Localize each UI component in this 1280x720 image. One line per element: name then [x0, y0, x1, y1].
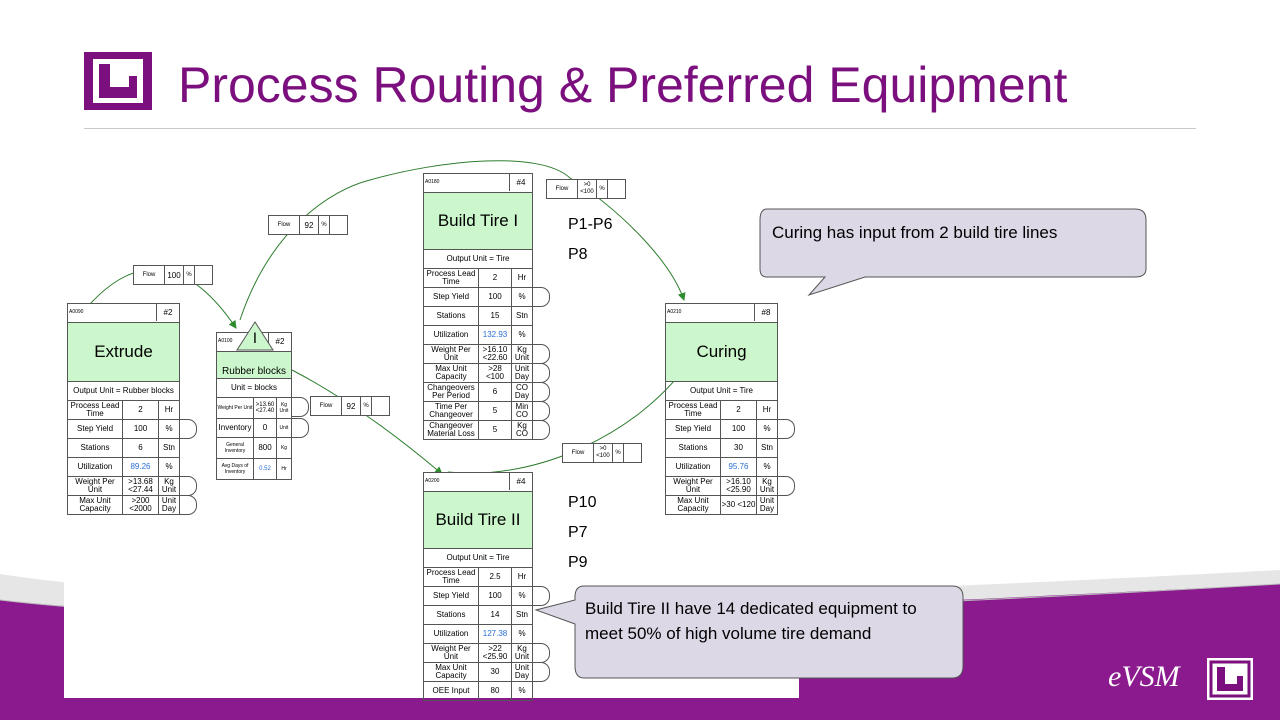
- logo-icon: [84, 52, 152, 110]
- brand-wordmark: eVSM: [1108, 660, 1180, 693]
- process-extrude[interactable]: A0090#2 Extrude Output Unit = Rubber blo…: [67, 303, 197, 515]
- flow-box-build1-curing[interactable]: Flow >0 <100 %: [546, 179, 626, 199]
- product-label: P10: [568, 494, 597, 511]
- flow-box-extrude-rubber[interactable]: Flow 100 %: [133, 265, 213, 285]
- flow-box-rubber-build1[interactable]: Flow 92 %: [268, 215, 348, 235]
- inventory-triangle-icon: I: [236, 321, 274, 351]
- inventory-name: Rubber blocks: [216, 352, 292, 379]
- output-unit: Output Unit = Rubber blocks: [67, 382, 180, 401]
- callout-curing: [759, 208, 1147, 297]
- product-label: P1-P6: [568, 216, 613, 233]
- process-curing[interactable]: A0210#8 Curing Output Unit = Tire Proces…: [665, 303, 795, 515]
- svg-text:I: I: [253, 331, 257, 347]
- brand-logo-icon: [1207, 658, 1253, 700]
- flow-box-rubber-build2[interactable]: Flow 92 %: [310, 396, 390, 416]
- callout-build-tire-2-text: Build Tire II have 14 dedicated equipmen…: [585, 599, 917, 643]
- callout-build-tire-2: [534, 585, 964, 679]
- title-divider: [84, 128, 1196, 129]
- process-build-tire-1[interactable]: A0180#4 Build Tire I Output Unit = Tire …: [423, 173, 550, 440]
- callout-curing-text: Curing has input from 2 build tire lines: [772, 223, 1058, 242]
- flow-box-build2-curing[interactable]: Flow >0 <100 %: [562, 443, 642, 463]
- product-label: P7: [568, 524, 588, 541]
- process-name: Extrude: [67, 323, 180, 382]
- slide-title: Process Routing & Preferred Equipment: [178, 57, 1068, 113]
- process-build-tire-2[interactable]: A0200#4 Build Tire II Output Unit = Tire…: [423, 472, 550, 701]
- product-label: P9: [568, 554, 588, 571]
- product-label: P8: [568, 246, 588, 263]
- inventory-rubber-blocks[interactable]: A0100#2 Rubber blocks Unit = blocks Weig…: [216, 332, 309, 480]
